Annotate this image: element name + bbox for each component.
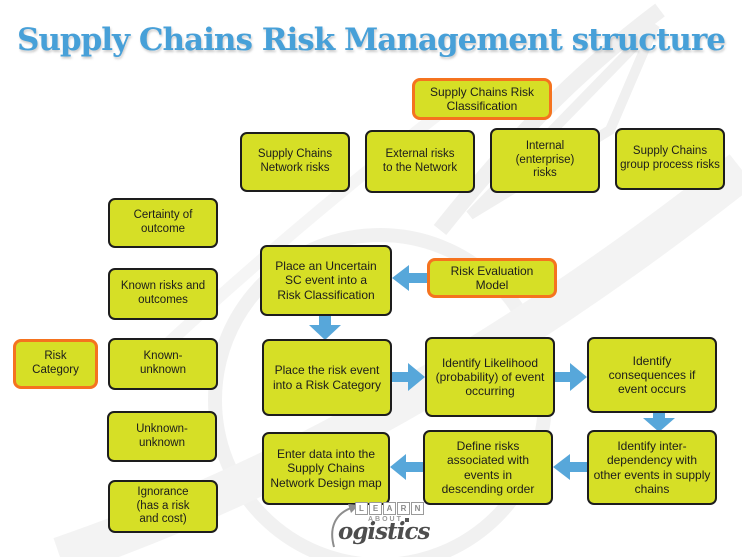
- node-unknown-unknown: Unknown-unknown: [107, 411, 217, 462]
- logo-letter: A: [383, 502, 396, 515]
- arrow-left-icon: [553, 454, 587, 480]
- node-define-risks-descending-order: Define risks associated with events in d…: [423, 430, 553, 505]
- logo-script-text: ogistics: [338, 518, 430, 545]
- node-place-risk-event-into-category: Place the risk event into a Risk Categor…: [262, 339, 392, 416]
- node-identify-likelihood: Identify Likelihood (probability) of eve…: [425, 337, 555, 417]
- logo-learn-letters: L E A R N: [355, 502, 424, 515]
- learn-about-logistics-logo: L E A R N ABOUT ogistics: [328, 501, 468, 553]
- arrow-left-icon: [390, 454, 423, 480]
- logo-about-label: ABOUT: [368, 516, 403, 523]
- node-known-unknown: Known-unknown: [108, 338, 218, 390]
- logo-letter: N: [411, 502, 424, 515]
- node-identify-interdependency: Identify inter-dependency with other eve…: [587, 430, 717, 505]
- logo-letter: E: [369, 502, 382, 515]
- node-ignorance: Ignorance (has a risk and cost): [108, 480, 218, 533]
- logo-dot-icon: [404, 517, 409, 522]
- arrow-down-icon: [643, 411, 675, 432]
- arrow-left-icon: [392, 265, 427, 291]
- logo-letter: L: [355, 502, 368, 515]
- node-certainty-of-outcome: Certainty of outcome: [108, 198, 218, 248]
- node-enter-data-network-design-map: Enter data into the Supply Chains Networ…: [262, 432, 390, 505]
- arrow-right-icon: [392, 363, 425, 391]
- node-place-uncertain-sc-event: Place an Uncertain SC event into a Risk …: [260, 245, 392, 316]
- node-supply-chains-group-process-risks: Supply Chains group process risks: [615, 128, 725, 190]
- arrow-right-icon: [555, 363, 587, 391]
- page-title: Supply Chains Risk Management structure: [16, 22, 726, 58]
- node-internal-enterprise-risks: Internal (enterprise) risks: [490, 128, 600, 193]
- node-supply-chains-network-risks: Supply Chains Network risks: [240, 132, 350, 192]
- arrow-down-icon: [309, 316, 341, 340]
- logo-letter: R: [397, 502, 410, 515]
- node-supply-chains-risk-classification: Supply Chains Risk Classification: [412, 78, 552, 120]
- node-risk-evaluation-model: Risk Evaluation Model: [427, 258, 557, 298]
- node-known-risks-and-outcomes: Known risks and outcomes: [108, 268, 218, 320]
- node-external-risks-to-the-network: External risks to the Network: [365, 130, 475, 193]
- node-identify-consequences: Identify consequences if event occurs: [587, 337, 717, 413]
- logo-about-text: ABOUT: [368, 516, 409, 523]
- node-risk-category: Risk Category: [13, 339, 98, 389]
